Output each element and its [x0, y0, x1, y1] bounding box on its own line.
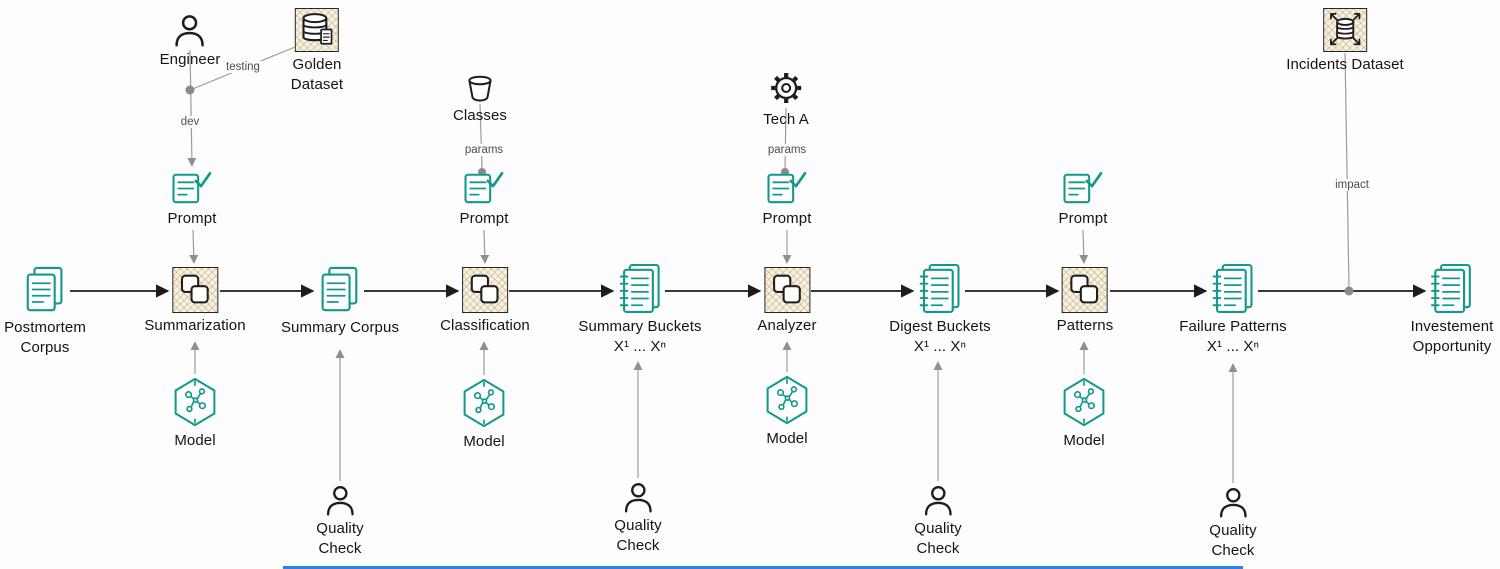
node-label: Patterns: [1056, 317, 1114, 334]
dataset-expand-icon: [1322, 8, 1367, 52]
node-label: Engineer: [159, 51, 221, 68]
node-label: Quality Check: [316, 520, 364, 557]
node-label: Quality Check: [1209, 522, 1257, 559]
node-analyzer[interactable]: Analyzer: [757, 267, 816, 336]
node-failure-patterns[interactable]: Failure Patterns X¹ ... Xⁿ: [1179, 262, 1287, 357]
node-label: Model: [174, 432, 216, 449]
prompt-icon: [1062, 170, 1104, 206]
node-label: Summary Corpus: [280, 319, 400, 336]
person-icon: [621, 481, 655, 513]
node-incidents-dataset[interactable]: Incidents Dataset: [1286, 8, 1404, 75]
person-icon: [172, 13, 208, 47]
node-label: Prompt: [1058, 210, 1108, 227]
node-label: Investement Opportunity: [1410, 318, 1494, 355]
model-icon: [171, 376, 219, 428]
documents-icon: [317, 265, 363, 315]
edge-label-testing: testing: [223, 61, 263, 73]
node-postmortem-corpus[interactable]: Postmortem Corpus: [4, 265, 86, 358]
process-icon: [172, 267, 218, 313]
node-summarization[interactable]: Summarization: [144, 267, 246, 336]
node-patterns[interactable]: Patterns: [1057, 267, 1114, 336]
node-golden-dataset[interactable]: Golden Dataset: [291, 8, 343, 95]
model-icon: [460, 377, 508, 429]
person-icon: [921, 484, 955, 516]
node-model-summarization[interactable]: Model: [171, 376, 219, 451]
node-prompt-analyzer[interactable]: Prompt: [763, 170, 812, 229]
node-label: Prompt: [459, 210, 509, 227]
node-model-analyzer[interactable]: Model: [763, 374, 811, 449]
node-label: Tech A: [763, 111, 809, 128]
gear-icon: [767, 69, 805, 107]
process-icon: [1061, 267, 1108, 313]
process-icon: [763, 267, 810, 313]
node-digest-buckets[interactable]: Digest Buckets X¹ ... Xⁿ: [889, 262, 991, 357]
node-summary-buckets[interactable]: Summary Buckets X¹ ... Xⁿ: [578, 262, 702, 357]
node-label: Summary Buckets X¹ ... Xⁿ: [578, 318, 702, 355]
person-icon: [1216, 486, 1250, 518]
edge-label-dev: dev: [177, 116, 203, 128]
node-label: Digest Buckets X¹ ... Xⁿ: [889, 318, 991, 355]
edge-label-impact: impact: [1332, 179, 1372, 191]
notebook-icon: [1429, 262, 1475, 314]
notebook-icon: [617, 262, 663, 314]
node-label: Failure Patterns X¹ ... Xⁿ: [1179, 318, 1287, 355]
node-label: Incidents Dataset: [1286, 56, 1404, 73]
model-icon: [763, 374, 811, 426]
node-quality-check-digest-buckets[interactable]: Quality Check: [914, 484, 962, 559]
node-model-patterns[interactable]: Model: [1060, 376, 1108, 451]
node-summary-corpus[interactable]: Summary Corpus: [281, 265, 399, 338]
node-investement-opportunity[interactable]: Investement Opportunity: [1411, 262, 1494, 357]
node-engineer[interactable]: Engineer: [160, 13, 221, 70]
node-classification[interactable]: Classification: [440, 267, 530, 336]
edge-label-params-analyzer: params: [764, 144, 810, 156]
notebook-icon: [917, 262, 963, 314]
node-prompt-summarization[interactable]: Prompt: [168, 170, 217, 229]
prompt-icon: [171, 170, 213, 206]
notebook-icon: [1210, 262, 1256, 314]
documents-icon: [22, 265, 68, 315]
node-label: Analyzer: [757, 317, 817, 334]
bucket-icon: [464, 73, 496, 103]
node-quality-check-summary-corpus[interactable]: Quality Check: [316, 484, 364, 559]
model-icon: [1060, 376, 1108, 428]
golden-dataset-icon: [295, 8, 339, 52]
node-label: Golden Dataset: [290, 56, 344, 93]
node-tech-a[interactable]: Tech A: [763, 69, 809, 130]
node-label: Classes: [452, 107, 508, 124]
node-prompt-classification[interactable]: Prompt: [460, 170, 509, 229]
node-label: Postmortem Corpus: [4, 319, 86, 356]
prompt-icon: [463, 170, 505, 206]
node-label: Prompt: [167, 210, 217, 227]
node-label: Classification: [440, 317, 530, 334]
node-label: Quality Check: [614, 517, 662, 554]
node-label: Summarization: [144, 317, 246, 334]
node-label: Prompt: [762, 210, 812, 227]
node-model-classification[interactable]: Model: [460, 377, 508, 452]
node-prompt-patterns[interactable]: Prompt: [1059, 170, 1108, 229]
bottom-edge-line: [283, 566, 1243, 569]
node-label: Quality Check: [914, 520, 962, 557]
node-quality-check-summary-buckets[interactable]: Quality Check: [614, 481, 662, 556]
node-label: Model: [1063, 432, 1105, 449]
node-label: Model: [463, 433, 505, 450]
node-label: Model: [766, 430, 808, 447]
person-icon: [323, 484, 357, 516]
node-quality-check-failure-patterns[interactable]: Quality Check: [1209, 486, 1257, 561]
edge-label-params-classification: params: [461, 144, 507, 156]
node-classes[interactable]: Classes: [453, 73, 507, 126]
prompt-icon: [766, 170, 808, 206]
process-icon: [462, 267, 508, 313]
